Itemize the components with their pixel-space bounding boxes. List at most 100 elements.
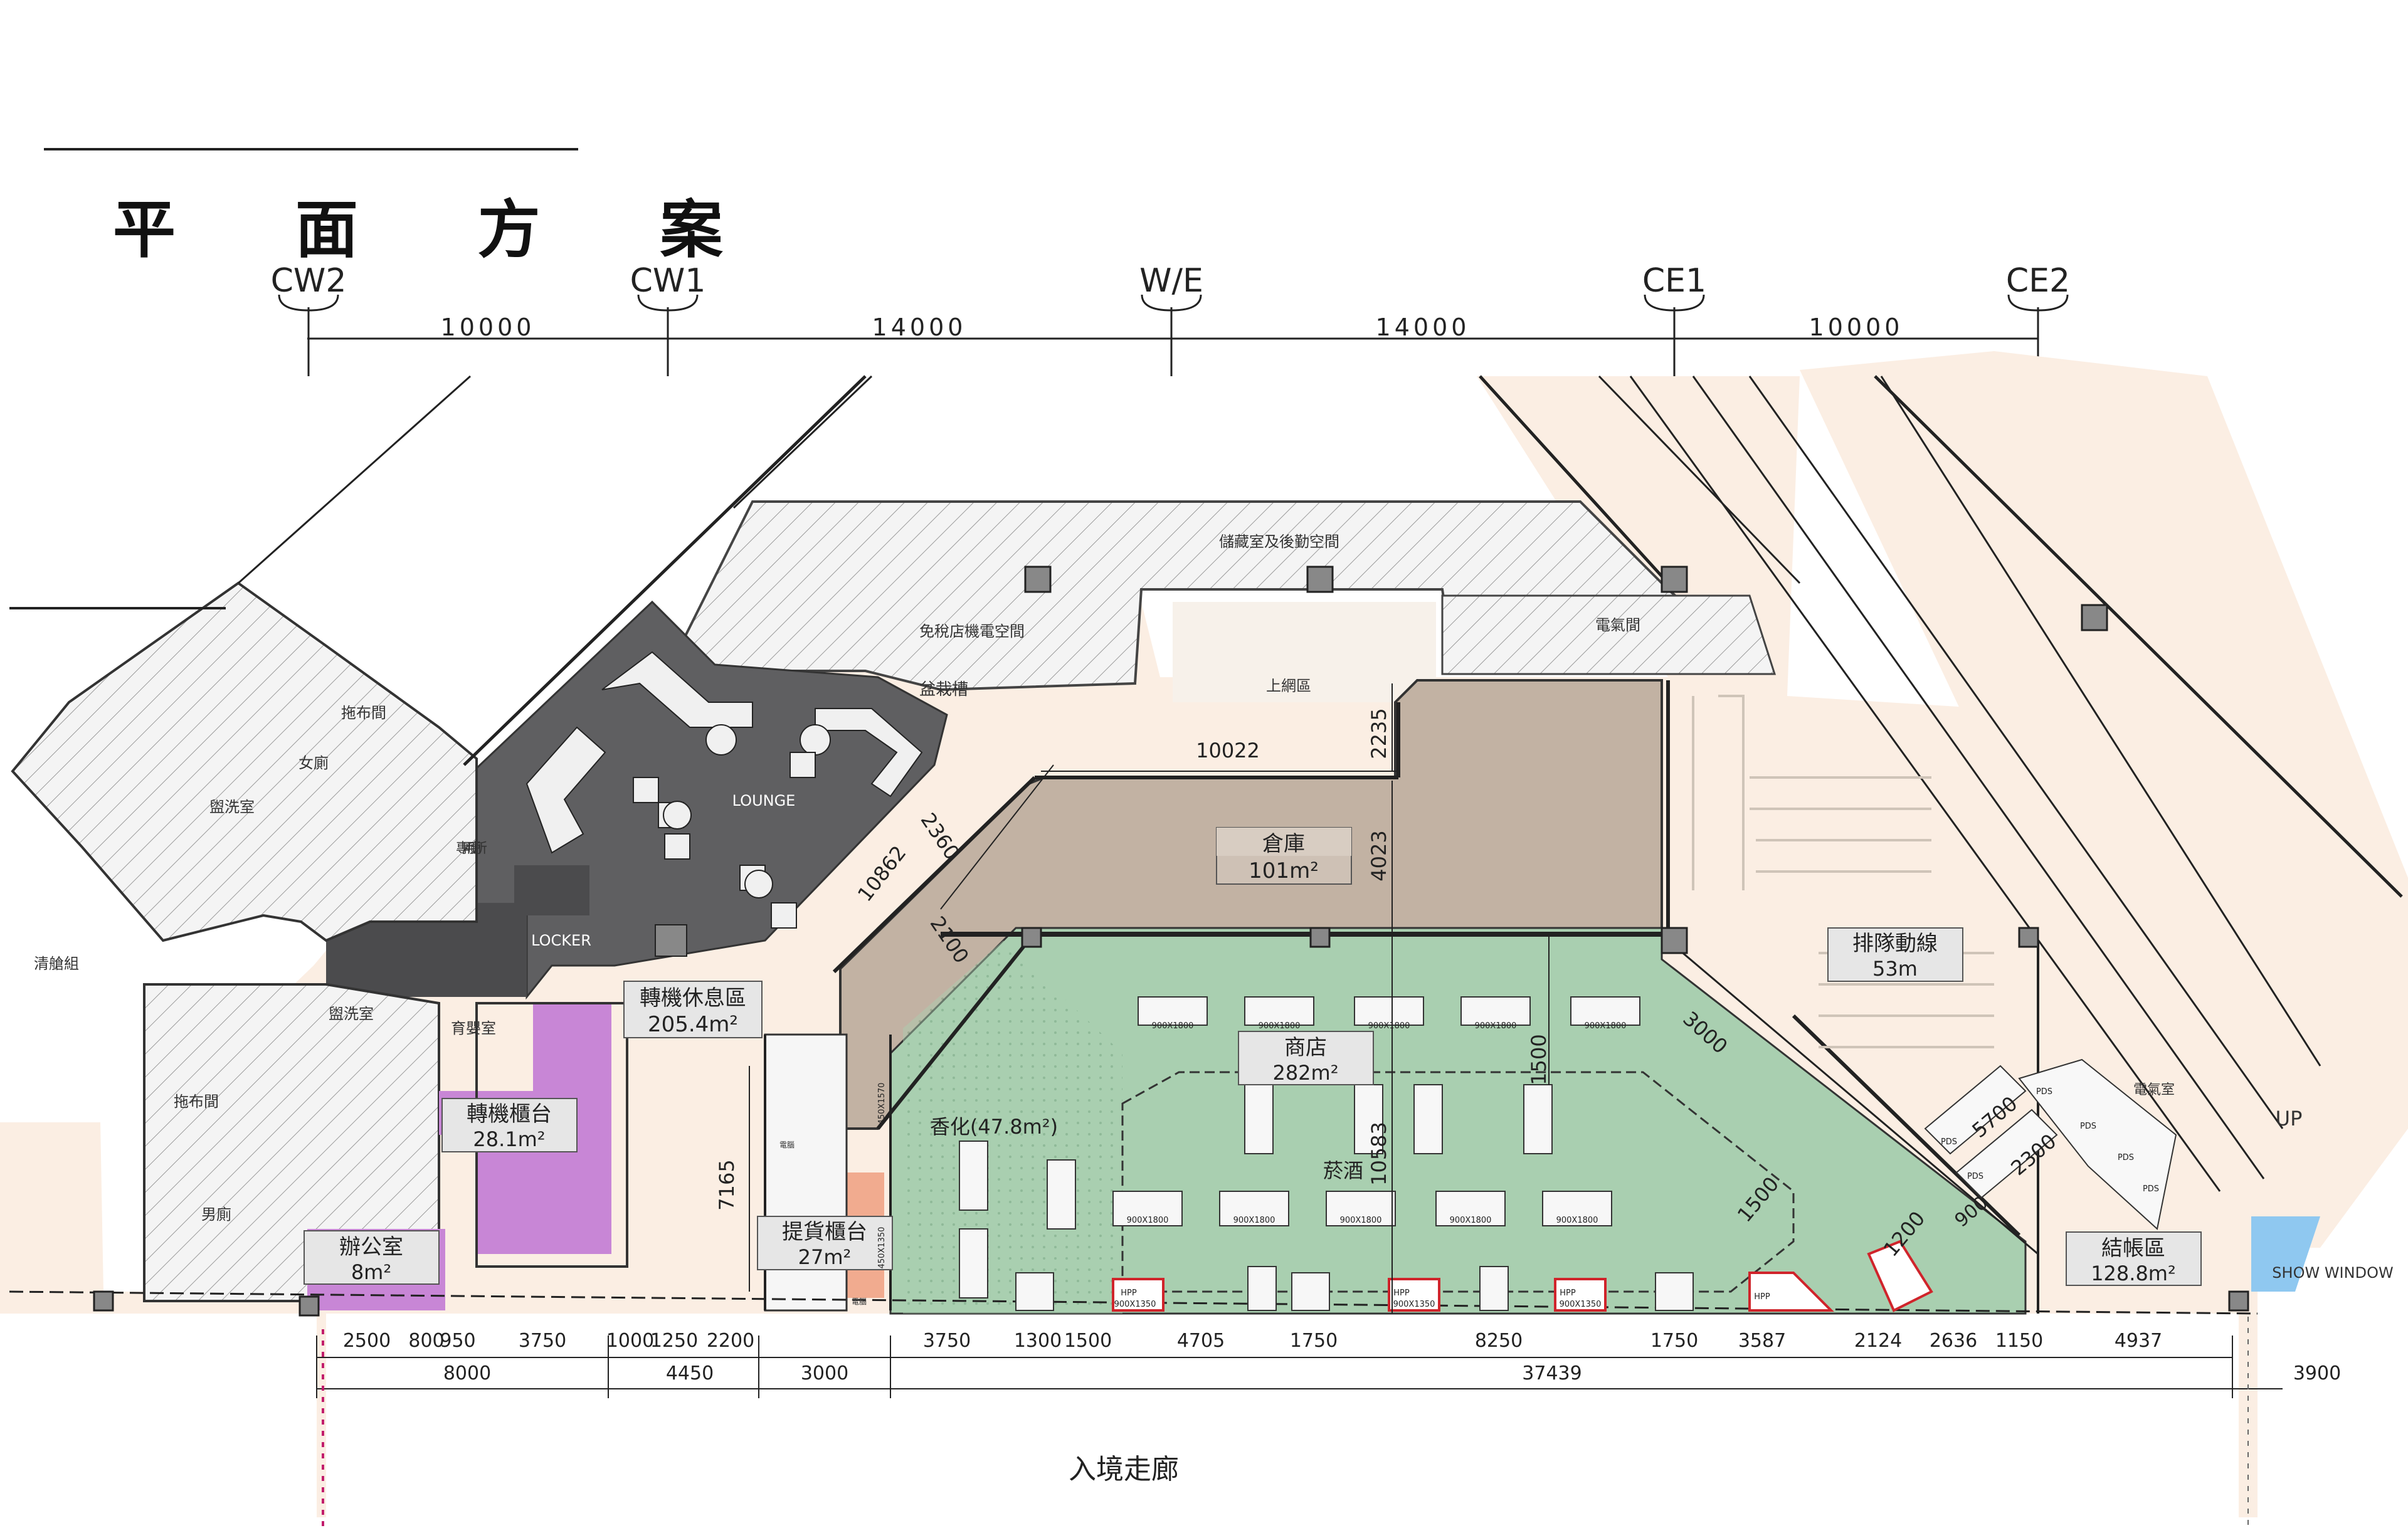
floor-areas <box>0 351 2408 1517</box>
office-name: 辦公室 <box>339 1235 403 1260</box>
dimension-value: 3750 <box>923 1330 971 1352</box>
span-label: 14000 <box>1376 314 1471 341</box>
pickup-name: 提貨櫃台 <box>782 1220 867 1245</box>
queue-area: 53m <box>1872 957 1918 981</box>
fixture-size-label: 900X1800 <box>1152 1021 1194 1031</box>
women-wc-label: 女廁 <box>298 754 329 772</box>
office-area: 8m² <box>351 1260 391 1284</box>
axis-label: CE1 <box>1642 262 1706 300</box>
transit-counter-name: 轉機櫃台 <box>467 1102 552 1127</box>
columns <box>93 566 2249 1317</box>
transit-lounge-area-box: 轉機休息區 205.4m² <box>623 981 763 1038</box>
washroom2-label: 盥洗室 <box>329 1005 374 1023</box>
checkout-area-box: 結帳區 128.8m² <box>2066 1231 2202 1286</box>
dimension-value: 1250 <box>650 1330 698 1352</box>
shop-name: 商店 <box>1284 1035 1327 1060</box>
dim-4023: 4023 <box>1367 830 1391 881</box>
room-labels: 儲藏室及後勤空間 免稅店機電空間 電氣間 上網區 盆栽槽 LOUNGE LOCK… <box>34 533 2394 1306</box>
dimension-value: 1300 <box>1014 1330 1062 1352</box>
transit-counter-area: 28.1m² <box>473 1127 545 1151</box>
queue-name: 排隊動線 <box>1852 931 1938 956</box>
hpp-label: HPP <box>1754 1292 1770 1302</box>
checkout-area: 128.8m² <box>2091 1262 2176 1285</box>
dimension-value: 4937 <box>2115 1330 2162 1352</box>
up-label: UP <box>2276 1107 2303 1130</box>
dimension-value: 950 <box>440 1330 475 1352</box>
cosmetics-label: 香化(47.8m²) <box>930 1115 1058 1139</box>
dim-10022: 10022 <box>1196 739 1260 762</box>
warehouse-area-box: 倉庫 101m² <box>1216 827 1352 885</box>
queue-area-box: 排隊動線 53m <box>1827 927 1963 982</box>
pds-label: PDS <box>2143 1184 2159 1194</box>
fixture-size-label: 900X1800 <box>1556 1216 1598 1225</box>
show-window-label: SHOW WINDOW <box>2272 1264 2393 1282</box>
dimension-value: 2636 <box>1930 1330 1977 1352</box>
fixture-size-label: 900X1800 <box>1127 1216 1169 1225</box>
checkout-name: 結帳區 <box>2101 1236 2165 1261</box>
hpp-label: HPP <box>1121 1288 1137 1298</box>
tobacco-label: 菸酒 <box>1323 1159 1363 1183</box>
dim-10583: 10583 <box>1367 1122 1391 1186</box>
fixture-size-label: 900X1800 <box>1259 1021 1301 1031</box>
dimension-value: 8000 <box>443 1362 491 1384</box>
janitor-label: 拖布間 <box>341 704 386 722</box>
locker-label: LOCKER <box>531 932 591 949</box>
planter-label: 盆栽槽 <box>919 680 968 699</box>
dimension-value: 4450 <box>666 1362 714 1384</box>
transit-counter-area-box: 轉機櫃台 28.1m² <box>441 1098 578 1152</box>
shop-area: 282m² <box>1272 1061 1338 1085</box>
fixture-size-label: 450X1350 <box>877 1227 887 1269</box>
fixture-size-label: 900X1800 <box>1340 1216 1382 1225</box>
lounge-furniture <box>525 651 923 957</box>
dimension-value: 2200 <box>707 1330 754 1352</box>
axis-label: CE2 <box>2006 262 2070 300</box>
shop-fixtures <box>959 996 1694 1311</box>
electrical-room-label: 電氣間 <box>1595 616 1640 634</box>
lounge-label: LOUNGE <box>732 792 796 809</box>
pds-label: PDS <box>1967 1172 1983 1181</box>
dimension-value: 800 <box>408 1330 444 1352</box>
hpp-size-label: 900X1350 <box>1393 1300 1435 1309</box>
dimension-value: 8250 <box>1475 1330 1523 1352</box>
computer-label: 電腦 <box>779 1140 795 1149</box>
axis-label: CW1 <box>630 262 706 300</box>
span-label: 14000 <box>872 314 967 341</box>
dimension-value: 4705 <box>1177 1330 1225 1352</box>
men-wc-label: 男廁 <box>201 1206 231 1223</box>
dutyfree-mep-label: 免稅店機電空間 <box>919 623 1025 640</box>
warehouse-name: 倉庫 <box>1262 831 1305 856</box>
dimension-value: 3000 <box>801 1362 848 1384</box>
fixture-labels: 900X1800 900X1800 900X1800 900X1800 900X… <box>877 1021 2159 1309</box>
washroom-label: 盥洗室 <box>209 798 255 816</box>
area-boxes: 倉庫 101m² 轉機休息區 205.4m² 轉機櫃台 28.1m² 辦公室 8… <box>304 827 2202 1286</box>
dimension-value: 2124 <box>1854 1330 1902 1352</box>
dimension-value: 3900 <box>2293 1362 2341 1384</box>
dimension-value: 3750 <box>519 1330 566 1352</box>
accessible-wc-label: 專用廁所 <box>456 841 487 856</box>
axis-label: CW2 <box>271 262 347 300</box>
pickup-area-box: 提貨櫃台 27m² <box>757 1216 893 1270</box>
fixture-size-label: 900X1800 <box>1585 1021 1627 1031</box>
pds-label: PDS <box>1941 1137 1957 1147</box>
checkout-counters <box>1924 1058 2177 1230</box>
fixture-size-label: 450X1570 <box>877 1083 887 1125</box>
pickup-area: 27m² <box>798 1245 852 1269</box>
fixture-size-label: 900X1800 <box>1233 1216 1275 1225</box>
page-title: 平 面 方 案 <box>113 192 772 266</box>
internet-zone-label: 上網區 <box>1266 677 1311 695</box>
span-label: 10000 <box>441 314 536 341</box>
dim-1500: 1500 <box>1527 1034 1551 1085</box>
transit-lounge-name: 轉機休息區 <box>640 986 746 1011</box>
pds-label: PDS <box>2118 1153 2134 1162</box>
dim-row-2: 8000 4450 3000 37439 3900 <box>443 1362 2341 1384</box>
cleaning-label: 清艙組 <box>34 955 79 972</box>
office-area-box: 辦公室 8m² <box>304 1230 440 1285</box>
hpp-fixtures <box>1112 1240 1933 1312</box>
dimension-value: 3587 <box>1738 1330 1786 1352</box>
hpp-label: HPP <box>1393 1288 1410 1298</box>
pds-label: PDS <box>2036 1087 2052 1097</box>
dimension-value: 37439 <box>1522 1362 1582 1384</box>
